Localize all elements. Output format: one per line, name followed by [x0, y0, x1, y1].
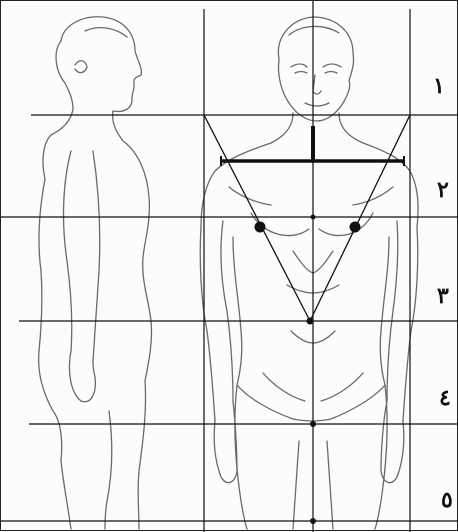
section-number-2: ٢ — [437, 177, 449, 203]
front-view-figure — [200, 17, 418, 529]
navel-point — [307, 318, 314, 325]
side-view-figure — [39, 17, 152, 529]
section-number-1: ١ — [433, 73, 445, 99]
section-number-5: ٥ — [441, 487, 453, 513]
triangle-left-edge — [204, 115, 310, 321]
shoulder-triangle — [204, 115, 410, 321]
section-number-4: ٤ — [439, 385, 451, 411]
nipple-point-right — [350, 222, 361, 233]
section-number-3: ٣ — [437, 283, 449, 309]
nipple-point-left — [255, 222, 266, 233]
chest-center-point — [311, 215, 316, 220]
landmark-points — [255, 215, 361, 525]
knee-point — [310, 518, 316, 524]
crotch-point — [310, 421, 316, 427]
horizontal-guides — [1, 115, 458, 521]
